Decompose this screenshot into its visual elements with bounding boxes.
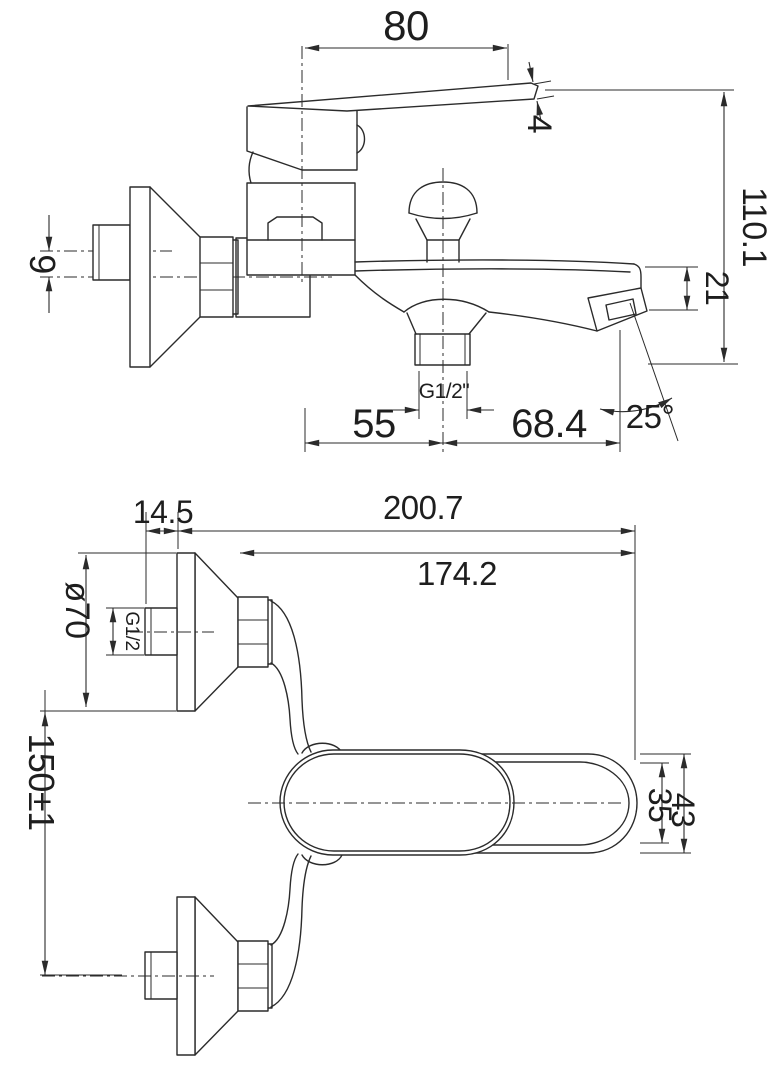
wall-flange-side: [92, 186, 239, 368]
dim-outlet-angle: 25°: [599, 302, 679, 452]
dim-label-68.4: 68.4: [511, 402, 587, 446]
flange-cone: [194, 552, 239, 712]
dim-label-80: 80: [383, 2, 429, 49]
dim-flange-diameter: ø70: [58, 552, 176, 707]
dim-label-35: 35: [642, 788, 678, 823]
dim-label-g12-outlet: G1/2": [419, 380, 470, 403]
hex-nut: [237, 596, 269, 668]
cartridge-step: [267, 216, 323, 241]
dim-handle-length: 80: [305, 2, 509, 80]
dim-label-200.7: 200.7: [383, 489, 463, 526]
dim-label-150: 150±1: [21, 733, 62, 830]
dim-total-depth: 200.7: [178, 489, 635, 535]
pivot-arc: [356, 124, 366, 154]
valve-body: [235, 151, 356, 318]
dim-eccentric-offset: 9: [22, 215, 63, 313]
spout-tip: [587, 287, 648, 332]
eccentric-block: [235, 237, 311, 318]
dim-label-55: 55: [352, 402, 396, 446]
plan-view-centerlines: [42, 631, 622, 977]
wall-bolt: [144, 951, 178, 1000]
washer: [232, 239, 239, 315]
flange-cone: [149, 186, 201, 368]
plan-view-dimensions: 14.5 200.7 174.2 ø70 G1/2: [21, 489, 701, 976]
dim-label-14.5: 14.5: [133, 494, 193, 530]
lever-handle: [246, 82, 539, 171]
dim-body-depth: 174.2: [240, 525, 636, 760]
side-view: 80 4 110.1 21 9: [22, 2, 771, 452]
flange-face: [129, 186, 151, 368]
dim-label-dia70: ø70: [58, 581, 96, 638]
body-arms: [270, 600, 343, 1008]
dim-label-g12-inlet: G1/2: [121, 611, 142, 650]
diverter-knob: [408, 181, 478, 263]
dim-outlet-thread: G1/2": [392, 371, 494, 419]
side-view-dimensions: 80 4 110.1 21 9: [22, 2, 771, 452]
dim-label-43: 43: [665, 793, 701, 828]
dim-handle-thickness: 4: [520, 61, 558, 133]
washer: [267, 599, 273, 665]
dim-flange-depth: 14.5: [133, 494, 194, 604]
outlet-thread: [414, 333, 471, 366]
dim-center-to-outlet: 55: [304, 402, 443, 452]
hex-nut: [237, 940, 269, 1012]
dim-label-21: 21: [699, 271, 735, 306]
dim-label-110.1: 110.1: [735, 187, 771, 267]
dim-outlet-to-tip: 68.4: [443, 402, 620, 447]
washer: [267, 943, 273, 1009]
dim-label-174.2: 174.2: [417, 555, 497, 592]
dim-label-9: 9: [22, 254, 63, 274]
flange-cone: [194, 896, 239, 1056]
dim-spout-height: 21: [645, 266, 735, 311]
dim-handle-width: 35: [640, 762, 678, 844]
dim-total-height: 110.1: [545, 89, 771, 365]
hex-nut: [199, 236, 234, 318]
dim-label-25deg: 25°: [626, 398, 674, 435]
outlet-gable: [403, 298, 490, 313]
plan-view: 14.5 200.7 174.2 ø70 G1/2: [21, 489, 701, 1056]
dim-body-width: 43: [640, 753, 701, 854]
knob-stem: [426, 239, 460, 263]
dim-inlet-thread: G1/2: [106, 607, 144, 656]
dim-inlet-spacing: 150±1: [21, 690, 176, 976]
spout-right-end: [633, 263, 642, 289]
dim-label-4: 4: [520, 115, 558, 133]
spout: [354, 259, 648, 366]
